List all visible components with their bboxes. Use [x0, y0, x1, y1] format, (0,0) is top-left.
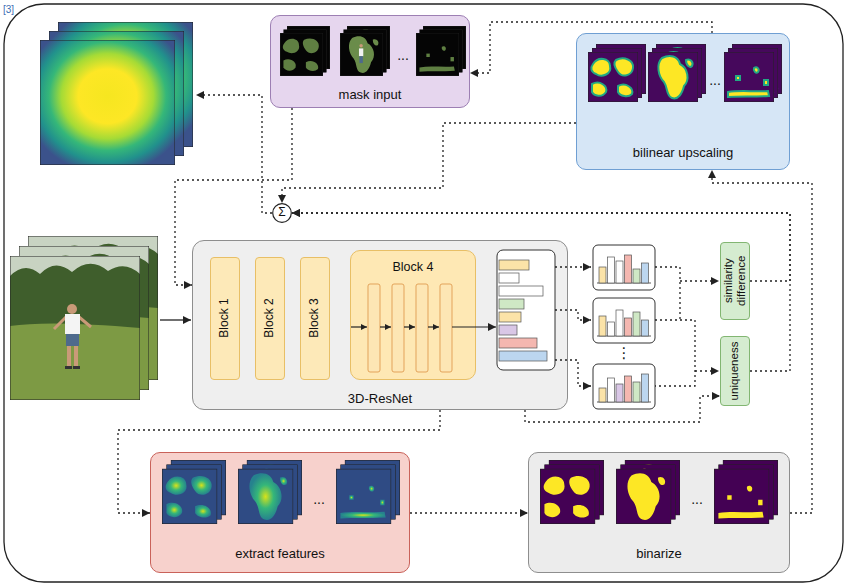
node-label: Block 2 [263, 298, 277, 337]
loss-box: uniqueness [720, 336, 750, 406]
feature-arrows [570, 267, 719, 386]
mask-thumbnails [280, 26, 466, 76]
ellipsis: ⋮ [617, 345, 632, 362]
binary-thumbnails [540, 460, 778, 524]
input-arrow [160, 319, 191, 320]
node-label: extract features [235, 547, 325, 562]
citation-number: [3] [3, 4, 14, 16]
block-box: Block 2 [255, 257, 285, 380]
node-label: uniqueness [728, 342, 741, 401]
heatmap-arrow [196, 95, 272, 213]
block-box: Block 3 [300, 257, 330, 380]
node-label: similarity difference [722, 245, 748, 317]
node-label: bilinear upscaling [633, 146, 733, 161]
histogram [593, 298, 655, 343]
loss-box: similarity difference [720, 242, 750, 320]
node-label: binarize [636, 547, 682, 562]
feature-thumbnails [162, 460, 400, 524]
ellipsis: ... [397, 47, 409, 63]
histogram [593, 364, 655, 409]
ellipsis: ... [709, 72, 721, 88]
ellipsis: ... [691, 491, 703, 507]
ellipsis: ... [313, 491, 325, 507]
heatmap-stack [40, 22, 193, 165]
block-box: Block 1 [210, 257, 240, 380]
output-bar-chart [497, 250, 570, 370]
histogram [593, 245, 655, 290]
upscaled-thumbnails [588, 44, 782, 102]
node-label: 3D-ResNet [348, 392, 412, 407]
dashed-arrow [410, 512, 528, 513]
node-label: Block 1 [218, 298, 232, 337]
dashed-arrow [282, 123, 576, 203]
node-label: mask input [339, 88, 402, 103]
outer-frame [4, 4, 843, 582]
sum-circle: Σ [272, 203, 292, 223]
node-label: Block 4 [393, 260, 434, 274]
block4-layers [351, 284, 496, 372]
input-video-stack [10, 236, 158, 400]
node-label: Block 3 [308, 298, 322, 337]
node-label: Σ [278, 206, 285, 220]
